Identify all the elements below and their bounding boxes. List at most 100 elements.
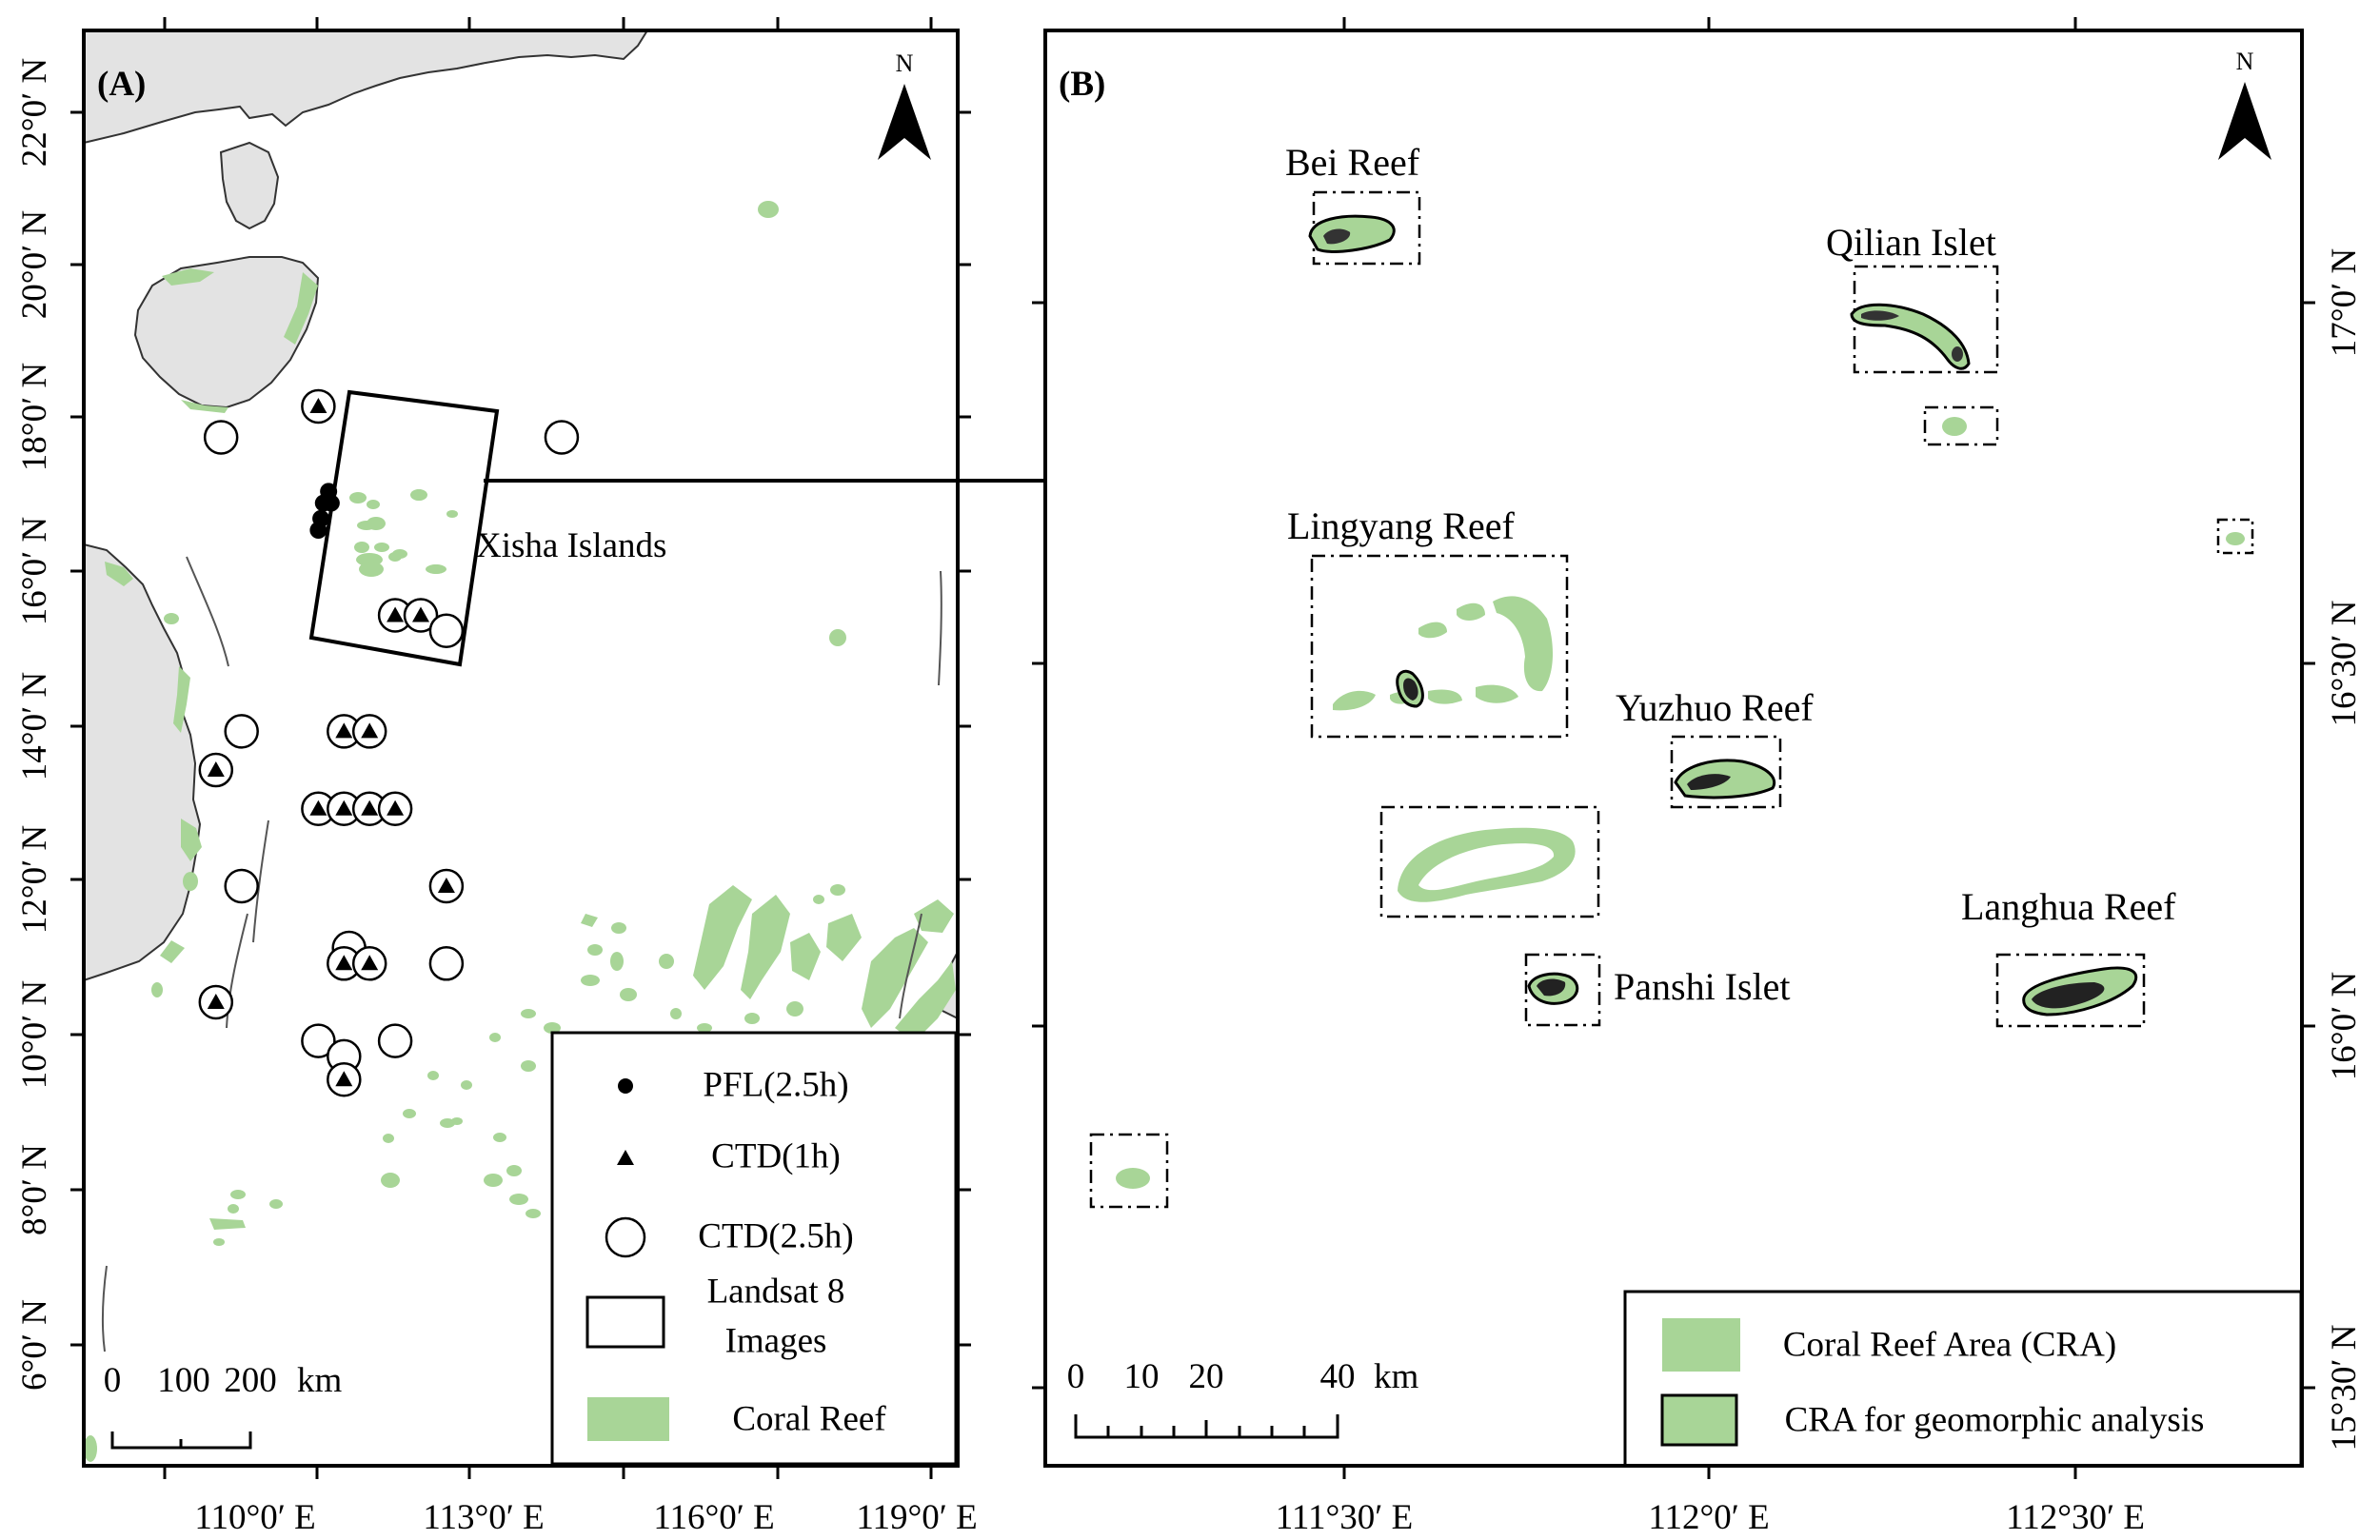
coral-reef xyxy=(484,1174,503,1187)
coral-reef xyxy=(349,492,367,503)
ctd-2-5h-station xyxy=(203,420,239,455)
coral-reef xyxy=(269,1199,283,1209)
lat-label: 8°0′ N xyxy=(15,1144,54,1235)
coral-reef xyxy=(411,489,426,501)
panel-b-lat-labels: 17°0′ N 16°30′ N 16°0′ N 15°30′ N xyxy=(2325,248,2364,1451)
reef-shape xyxy=(1493,596,1554,692)
coral-reef xyxy=(151,982,163,997)
reef-lingyang xyxy=(1310,554,1569,739)
coral-reef xyxy=(228,1204,239,1214)
coral-reef xyxy=(162,268,214,286)
north-arrow-a-shape xyxy=(878,84,931,160)
lon-label: 113°0′ E xyxy=(423,1498,544,1537)
legend-b: Coral Reef Area (CRA) CRA for geomorphic… xyxy=(1623,1290,2303,1468)
north-arrow-a: N xyxy=(878,49,931,160)
coral-reef xyxy=(164,613,179,624)
coral-reef xyxy=(160,940,185,963)
pfl-symbol xyxy=(618,1078,633,1094)
ctd-1h-station xyxy=(335,955,353,971)
coral-reef xyxy=(587,944,603,956)
reef-box xyxy=(1923,405,1999,446)
reef-core xyxy=(1403,678,1418,701)
coral-reef xyxy=(914,899,954,933)
coral-reef xyxy=(446,510,458,518)
scale-bar-b xyxy=(1074,1414,1339,1439)
reef-box xyxy=(1310,554,1569,739)
panel-b-ticks xyxy=(1032,17,2315,1479)
ctd-1h-station xyxy=(361,800,379,816)
coral-reef xyxy=(790,933,821,980)
coral-reef xyxy=(181,819,202,861)
lat-label: 20°0′ N xyxy=(15,210,54,319)
coral-reef xyxy=(374,543,389,552)
ctd-2-5h-station xyxy=(544,420,580,455)
reef-shape xyxy=(1333,690,1376,711)
reef-small-north xyxy=(1923,405,1999,446)
coral-reef xyxy=(620,988,637,1001)
coral-reef xyxy=(426,564,446,574)
reef-label-langhua: Langhua Reef xyxy=(1961,885,2176,928)
legend-pfl: PFL(2.5h) xyxy=(703,1065,848,1104)
landsat-footprint xyxy=(308,389,500,667)
coral-reef xyxy=(521,1060,536,1072)
pfl-station xyxy=(309,522,327,540)
ctd-1h-station xyxy=(387,606,405,622)
legend-cra-geo: CRA for geomorphic analysis xyxy=(1785,1400,2205,1439)
legend-ctd1: CTD(1h) xyxy=(711,1136,841,1175)
reef-shape xyxy=(1398,827,1576,902)
lat-label: 14°0′ N xyxy=(15,672,54,780)
coral-reef xyxy=(84,1435,97,1462)
scale-b-20: 20 xyxy=(1189,1357,1224,1396)
panel-a: Xisha Islands PFL(2.5h) CTD(1h) CTD(2.5h… xyxy=(15,17,1135,1537)
depth-contour xyxy=(899,913,922,1019)
ctd-1h-station xyxy=(207,993,225,1009)
coral-reef xyxy=(230,1190,246,1199)
coral-reef xyxy=(610,952,624,971)
coral-reef xyxy=(829,629,846,646)
reef-outline xyxy=(1850,303,1971,370)
scale-a-unit: km xyxy=(297,1361,343,1400)
reef-label-yuzhuo: Yuzhuo Reef xyxy=(1616,686,1814,729)
north-arrow-b-shape xyxy=(2218,82,2271,160)
ctd-2-5h-station xyxy=(224,868,259,904)
coral-reef xyxy=(493,1133,506,1142)
lon-label: 112°0′ E xyxy=(1648,1498,1769,1537)
place-label-xisha: Xisha Islands xyxy=(476,526,666,565)
scale-a-0: 0 xyxy=(104,1361,122,1400)
coral-reef xyxy=(383,1134,394,1143)
coral-reef xyxy=(741,895,790,999)
depth-contour xyxy=(938,570,942,686)
lat-label: 16°0′ N xyxy=(2325,972,2364,1080)
coral-reef xyxy=(581,975,600,986)
coral-reef xyxy=(209,1218,246,1230)
land-masses xyxy=(83,30,959,1020)
scale-a-100: 100 xyxy=(157,1361,210,1400)
depth-contour xyxy=(186,556,229,667)
lat-label: 12°0′ N xyxy=(15,825,54,934)
reef-core xyxy=(1861,310,1899,321)
coral-reef xyxy=(670,1008,682,1019)
north-label-b: N xyxy=(2236,48,2254,75)
hainan-island xyxy=(133,256,320,409)
reef-shape xyxy=(2226,532,2245,545)
ctd-1h-station xyxy=(335,1071,353,1087)
legend-landsat-line2: Images xyxy=(725,1321,827,1360)
reef-box xyxy=(1379,805,1600,918)
lon-label: 110°0′ E xyxy=(194,1498,315,1537)
legend-a: PFL(2.5h) CTD(1h) CTD(2.5h) Landsat 8 Im… xyxy=(550,1031,958,1466)
coral-reef xyxy=(183,872,198,891)
panel-a-label: (A) xyxy=(97,65,146,104)
lon-label: 116°0′ E xyxy=(653,1498,774,1537)
coral-reef xyxy=(403,1109,416,1118)
reef-label-bei: Bei Reef xyxy=(1285,141,1420,184)
panel-a-frame xyxy=(82,29,960,1468)
ctd-1h-station xyxy=(335,800,353,816)
coral-reef xyxy=(813,895,824,904)
ctd-2-5h-station xyxy=(428,613,465,648)
reef-core xyxy=(1323,228,1351,245)
depth-contour xyxy=(252,819,269,943)
coral-reef xyxy=(862,928,928,1028)
coral-reef xyxy=(506,1165,522,1176)
north-label-a: N xyxy=(896,49,914,77)
